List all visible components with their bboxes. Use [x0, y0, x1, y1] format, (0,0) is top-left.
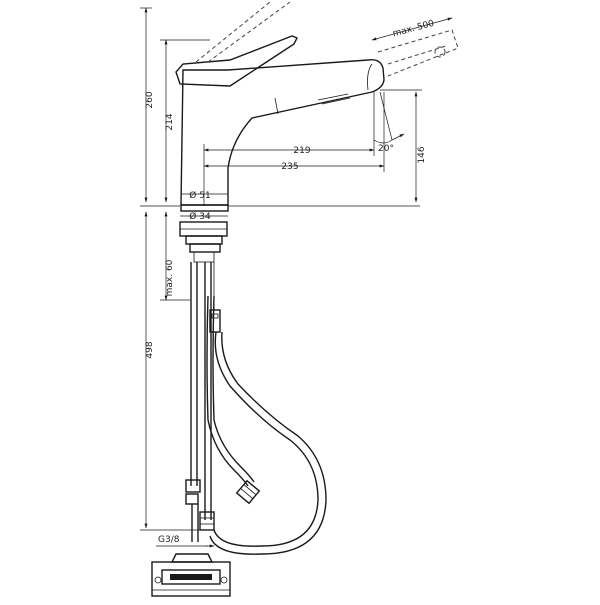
dim-reach-short: 219 — [293, 146, 310, 156]
alt-positions — [195, 1, 459, 77]
spray-head — [367, 63, 373, 91]
dim-base-diameter: Ø 51 — [189, 190, 210, 201]
dim-pullout-length: max. 500 — [392, 19, 436, 40]
dim-spray-height: 146 — [417, 146, 427, 163]
dim-spray-angle: 20° — [378, 144, 394, 154]
dim-hole-diameter: Ø 34 — [189, 211, 211, 222]
dim-clamp-range: max. 60 — [165, 259, 175, 296]
dim-reach-long: 235 — [281, 162, 298, 172]
dim-connection-thread: G3/8 — [158, 535, 180, 545]
mounting-assembly — [179, 221, 327, 555]
dim-spout-height: 214 — [165, 113, 175, 130]
faucet-body — [175, 35, 385, 212]
lever-handle — [175, 35, 298, 87]
hose-weight — [151, 553, 231, 597]
dim-hose-length: 498 — [145, 341, 155, 358]
dim-total-height: 260 — [145, 91, 155, 108]
